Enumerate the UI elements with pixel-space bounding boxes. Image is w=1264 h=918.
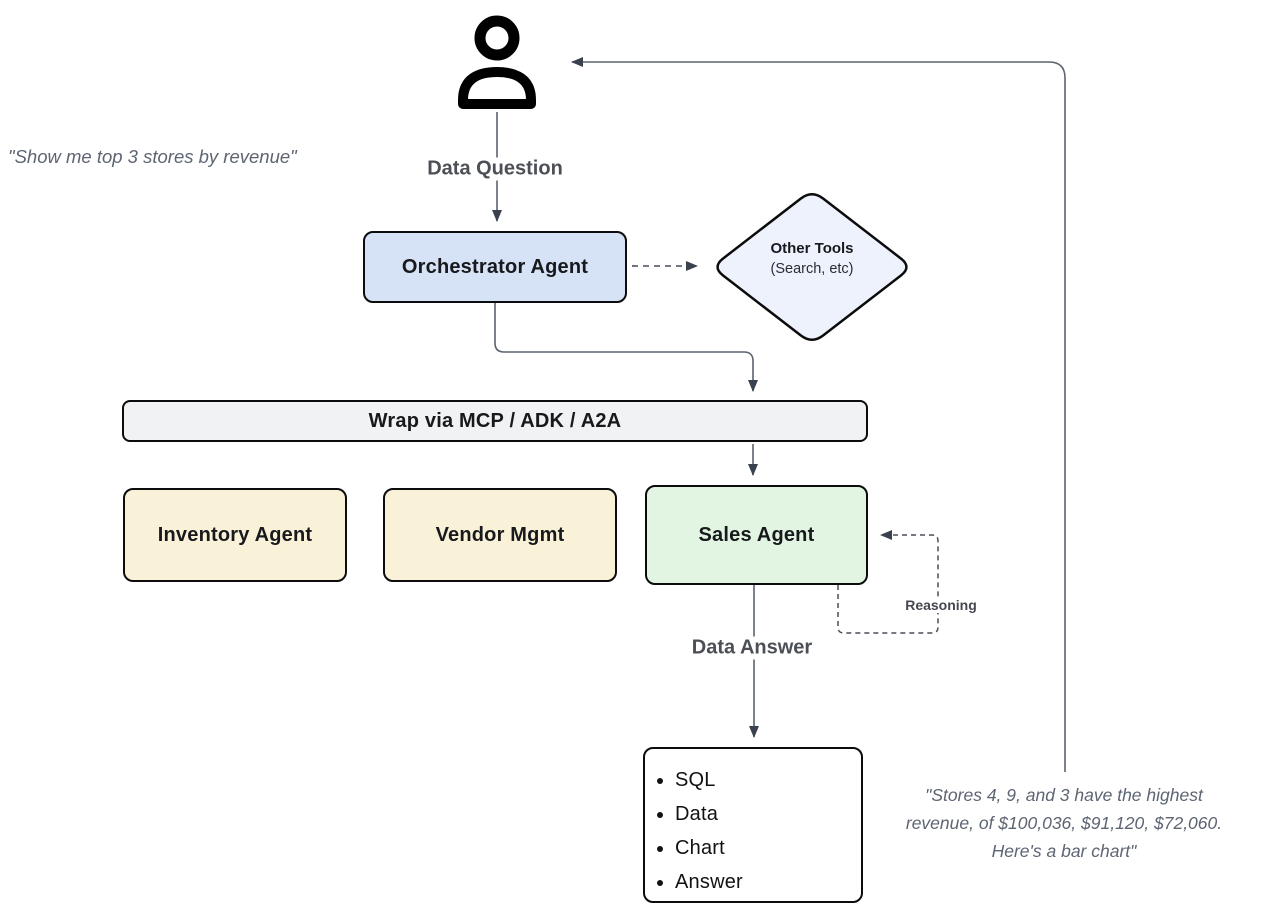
answer-quote-line: revenue, of $100,036, $91,120, $72,060. [905, 813, 1223, 833]
wrap-mcp-adk-a2a-bar: Wrap via MCP / ADK / A2A [122, 400, 868, 442]
other-tools-diamond [716, 193, 908, 341]
output-list-node: SQL Data Chart Answer [643, 747, 863, 903]
person-icon [458, 15, 536, 109]
data-answer-label: Data Answer [684, 636, 820, 660]
output-list: SQL Data Chart Answer [645, 763, 743, 899]
data-question-label: Data Question [420, 157, 570, 181]
edge-reasoning-loop [837, 530, 939, 634]
orchestrator-agent-node: Orchestrator Agent [363, 231, 627, 303]
inventory-agent-node: Inventory Agent [123, 488, 347, 582]
edge-orchestrator-wrap [494, 303, 758, 392]
answer-quote: "Stores 4, 9, and 3 have the highest rev… [906, 781, 1222, 865]
output-item: Answer [675, 865, 743, 899]
answer-quote-line: "Stores 4, 9, and 3 have the highest [925, 785, 1203, 805]
output-item: Data [675, 797, 743, 831]
reasoning-label: Reasoning [900, 597, 982, 613]
other-tools-label: Other Tools (Search, etc) [712, 238, 912, 280]
user-quote: "Show me top 3 stores by revenue" [8, 146, 297, 167]
edge-answer-return [571, 57, 1066, 772]
output-item: Chart [675, 831, 743, 865]
vendor-mgmt-node: Vendor Mgmt [383, 488, 617, 582]
sales-agent-node: Sales Agent [645, 485, 868, 585]
output-item: SQL [675, 763, 743, 797]
other-tools-title: Other Tools [770, 240, 854, 257]
answer-quote-line: Here's a bar chart" [991, 841, 1137, 861]
other-tools-subtitle: (Search, etc) [770, 261, 854, 277]
